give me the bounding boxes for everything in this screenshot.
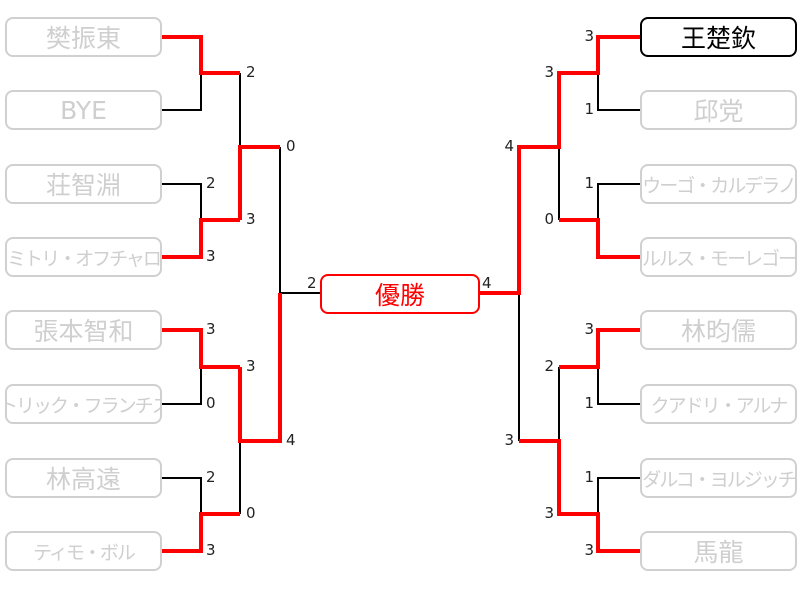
match-score: 2 xyxy=(544,357,554,375)
winner-path-line xyxy=(238,145,280,220)
match-score: 0 xyxy=(544,210,554,228)
match-score: 0 xyxy=(206,394,216,412)
winner-path-line xyxy=(160,512,240,553)
winner-path-line xyxy=(519,439,640,553)
winner-path-line xyxy=(559,328,640,369)
right-player-box: トルルス・モーレゴード xyxy=(640,237,797,277)
match-score: 3 xyxy=(584,27,594,45)
left-player-box: 樊振東 xyxy=(5,17,162,57)
match-score: 1 xyxy=(584,394,594,412)
right-player-box: クアドリ・アルナ xyxy=(640,384,797,424)
bracket-line xyxy=(160,477,202,514)
bracket-line xyxy=(279,147,320,294)
winner-path-line xyxy=(160,218,240,259)
match-score: 0 xyxy=(246,504,256,522)
left-player-box: パトリック・フランチスカ xyxy=(5,384,162,424)
match-score: 4 xyxy=(482,274,492,292)
bracket-line xyxy=(597,183,640,220)
bracket-line xyxy=(597,73,640,111)
winner-path-line xyxy=(480,35,640,295)
left-player-box: 林高遠 xyxy=(5,458,162,498)
left-player-box: BYE xyxy=(5,90,162,130)
match-score: 1 xyxy=(584,100,594,118)
winner-path-line xyxy=(160,35,240,75)
match-score: 3 xyxy=(544,63,554,81)
match-score: 3 xyxy=(584,541,594,559)
match-score: 3 xyxy=(504,431,514,449)
match-score: 4 xyxy=(504,137,514,155)
match-score: 1 xyxy=(584,468,594,486)
match-score: 0 xyxy=(286,137,296,155)
right-player-box: 邱党 xyxy=(640,90,797,130)
match-score: 4 xyxy=(286,431,296,449)
match-score: 3 xyxy=(246,357,256,375)
match-score: 2 xyxy=(206,468,216,486)
left-player-box: 張本智和 xyxy=(5,310,162,350)
winner-path-line xyxy=(160,328,240,369)
match-score: 1 xyxy=(584,174,594,192)
match-score: 2 xyxy=(246,63,256,81)
winner-path-line xyxy=(238,293,282,443)
champion-box: 優勝 xyxy=(320,274,480,314)
match-score: 2 xyxy=(307,274,317,292)
match-score: 3 xyxy=(206,320,216,338)
left-player-box: ティモ・ボル xyxy=(5,531,162,571)
right-player-box: ウーゴ・カルデラノ xyxy=(640,164,797,204)
right-player-box: 林昀儒 xyxy=(640,310,797,350)
match-score: 3 xyxy=(584,320,594,338)
right-player-box: ダルコ・ヨルジッチ xyxy=(640,458,797,498)
match-score: 3 xyxy=(246,210,256,228)
match-score: 2 xyxy=(206,174,216,192)
bracket-line xyxy=(597,367,640,405)
winner-path-line xyxy=(559,218,640,259)
right-player-box: 馬龍 xyxy=(640,531,797,571)
left-player-box: 荘智淵 xyxy=(5,164,162,204)
match-score: 3 xyxy=(206,541,216,559)
left-player-box: ドミトリ・オフチャロフ xyxy=(5,237,162,277)
right-player-box: 王楚欽 xyxy=(640,17,797,57)
bracket-line xyxy=(160,73,202,111)
bracket-line xyxy=(160,367,202,405)
bracket-line xyxy=(160,183,202,220)
bracket-line xyxy=(597,477,640,514)
match-score: 3 xyxy=(206,247,216,265)
match-score: 3 xyxy=(544,504,554,522)
